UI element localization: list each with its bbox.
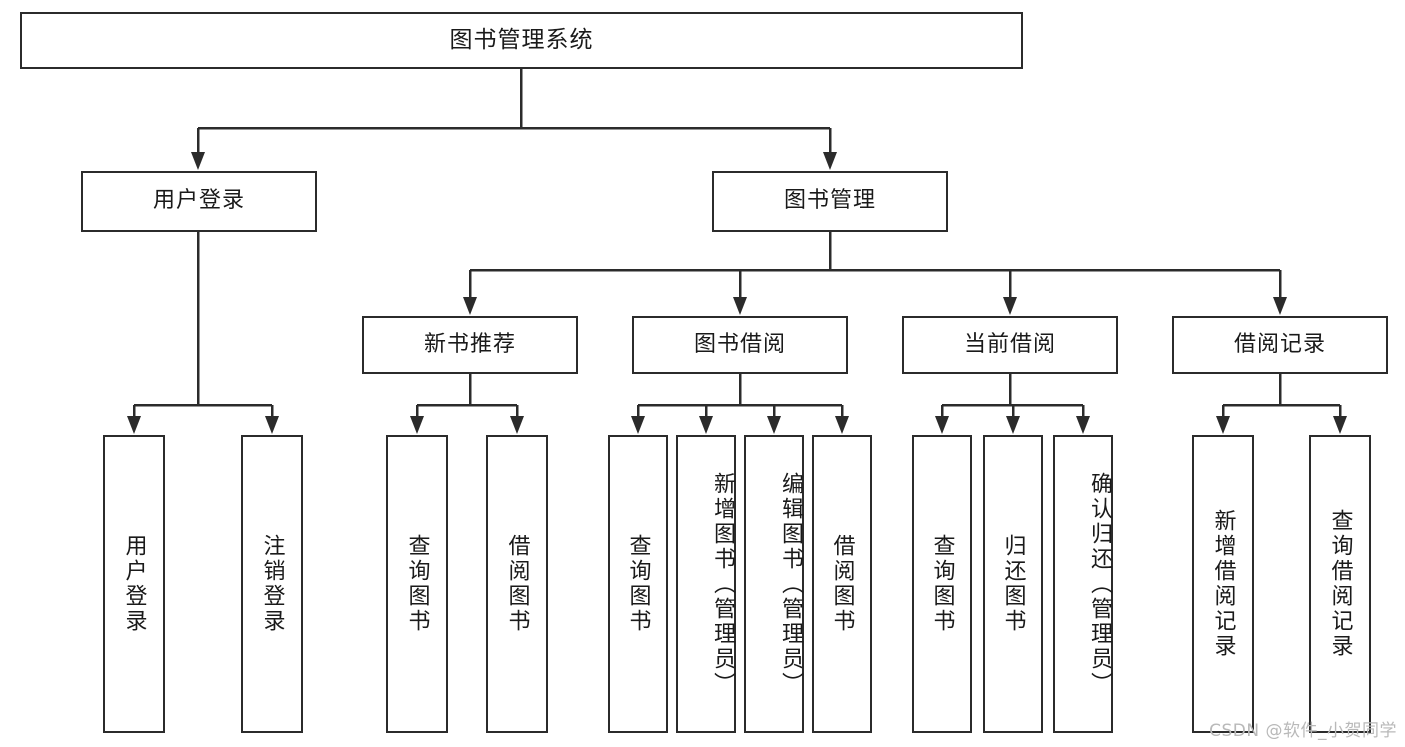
node-label: 查询图书 — [929, 534, 955, 634]
arrow-head-icon — [510, 416, 524, 434]
node-label: 新增图书（管理员） — [710, 471, 735, 697]
node-label: 图书管理 — [783, 188, 876, 214]
arrow-head-icon — [699, 416, 713, 434]
node-book-borrow[interactable]: 图书借阅 — [632, 316, 848, 374]
arrow-head-icon — [935, 416, 949, 434]
node-root[interactable]: 图书管理系统 — [20, 12, 1023, 69]
node-leaf-query-borrow-record[interactable]: 查询借阅记录 — [1309, 435, 1371, 733]
arrow-head-icon — [835, 416, 849, 434]
node-label: 用户登录 — [121, 534, 147, 634]
node-user-login[interactable]: 用户登录 — [81, 171, 317, 232]
arrow-head-icon — [463, 297, 477, 315]
node-leaf-query-book-recommend[interactable]: 查询图书 — [386, 435, 448, 733]
node-leaf-user-login[interactable]: 用户登录 — [103, 435, 165, 733]
node-label: 用户登录 — [152, 188, 245, 214]
arrow-head-icon — [191, 152, 205, 170]
arrow-head-icon — [1333, 416, 1347, 434]
arrow-head-icon — [1273, 297, 1287, 315]
node-leaf-add-borrow-record[interactable]: 新增借阅记录 — [1192, 435, 1254, 733]
node-leaf-query-book-current[interactable]: 查询图书 — [912, 435, 972, 733]
arrow-head-icon — [1003, 297, 1017, 315]
node-label: 当前借阅 — [963, 331, 1056, 357]
node-label: 新增借阅记录 — [1210, 509, 1236, 659]
node-label: 新书推荐 — [423, 331, 516, 357]
arrow-head-icon — [631, 416, 645, 434]
node-label: 查询图书 — [404, 534, 430, 634]
arrow-head-icon — [265, 416, 279, 434]
node-leaf-query-book-borrow[interactable]: 查询图书 — [608, 435, 668, 733]
node-label: 注销登录 — [259, 534, 285, 634]
node-book-management[interactable]: 图书管理 — [712, 171, 948, 232]
node-label: 查询借阅记录 — [1327, 509, 1353, 659]
node-label: 图书借阅 — [693, 331, 786, 357]
arrow-head-icon — [733, 297, 747, 315]
watermark-text: CSDN @软件_小贺同学 — [1209, 721, 1397, 741]
node-label: 确认归还（管理员） — [1087, 471, 1112, 697]
arrow-head-icon — [767, 416, 781, 434]
arrow-head-icon — [1006, 416, 1020, 434]
node-label: 借阅记录 — [1233, 331, 1326, 357]
node-current-borrow[interactable]: 当前借阅 — [902, 316, 1118, 374]
node-leaf-return-book[interactable]: 归还图书 — [983, 435, 1043, 733]
node-leaf-confirm-return-admin[interactable]: 确认归还（管理员） — [1053, 435, 1113, 733]
arrow-head-icon — [1076, 416, 1090, 434]
node-leaf-logout-login[interactable]: 注销登录 — [241, 435, 303, 733]
arrow-head-icon — [823, 152, 837, 170]
node-label: 借阅图书 — [504, 534, 530, 634]
node-label: 归还图书 — [1000, 534, 1026, 634]
node-new-book-recommend[interactable]: 新书推荐 — [362, 316, 578, 374]
arrow-head-icon — [1216, 416, 1230, 434]
node-label: 编辑图书（管理员） — [778, 471, 803, 697]
node-label: 图书管理系统 — [449, 26, 594, 53]
node-label: 借阅图书 — [829, 534, 855, 634]
node-leaf-edit-book-admin[interactable]: 编辑图书（管理员） — [744, 435, 804, 733]
node-leaf-add-book-admin[interactable]: 新增图书（管理员） — [676, 435, 736, 733]
node-borrow-record[interactable]: 借阅记录 — [1172, 316, 1388, 374]
node-leaf-borrow-book[interactable]: 借阅图书 — [812, 435, 872, 733]
arrow-head-icon — [410, 416, 424, 434]
node-leaf-borrow-book-recommend[interactable]: 借阅图书 — [486, 435, 548, 733]
node-label: 查询图书 — [625, 534, 651, 634]
arrow-head-icon — [127, 416, 141, 434]
